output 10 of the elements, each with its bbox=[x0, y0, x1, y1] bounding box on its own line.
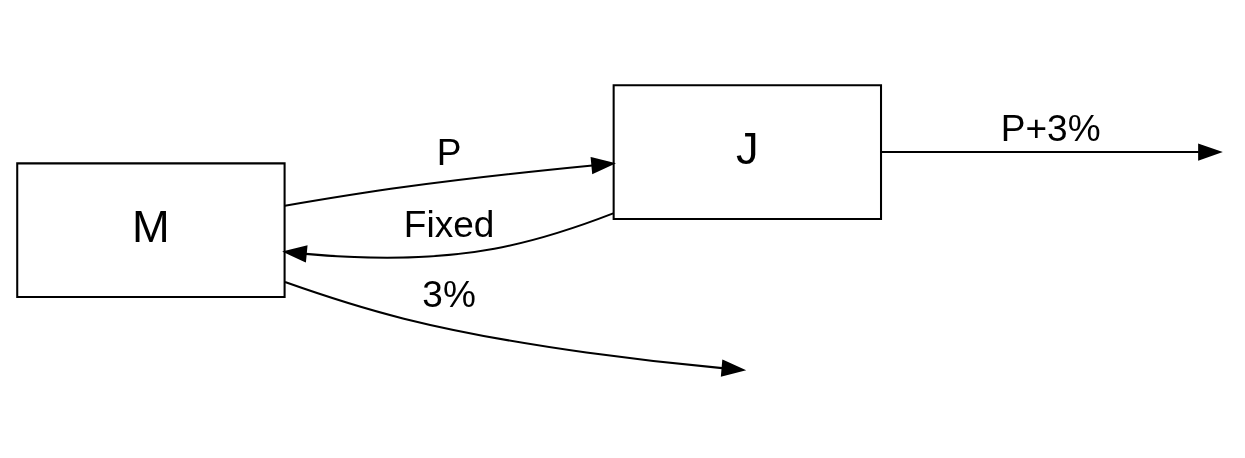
arrow bbox=[284, 156, 616, 207]
arrow bbox=[282, 211, 614, 263]
edge-label: 3% bbox=[422, 272, 476, 315]
arrow bbox=[881, 142, 1223, 161]
edge-label: P+3% bbox=[1000, 106, 1101, 149]
arrow bbox=[284, 280, 747, 377]
edge-label: Fixed bbox=[403, 202, 495, 245]
node-box: J bbox=[612, 83, 883, 220]
edge-label: P bbox=[436, 130, 462, 173]
node-box: M bbox=[16, 161, 286, 298]
